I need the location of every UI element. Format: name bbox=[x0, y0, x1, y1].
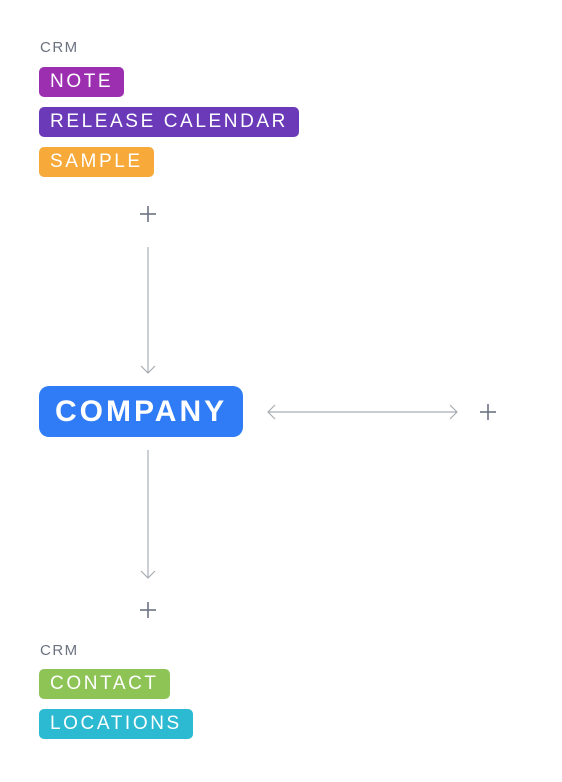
top-group-label: CRM bbox=[40, 39, 79, 56]
arrow-down-icon-bottom bbox=[140, 450, 156, 579]
add-related-plus-icon[interactable] bbox=[478, 402, 498, 422]
tag-sample[interactable]: SAMPLE bbox=[39, 147, 154, 177]
tag-locations[interactable]: LOCATIONS bbox=[39, 709, 193, 739]
tag-contact[interactable]: CONTACT bbox=[39, 669, 170, 699]
tag-note[interactable]: NOTE bbox=[39, 67, 125, 97]
arrow-left-right-icon bbox=[267, 404, 458, 420]
add-parent-plus-icon[interactable] bbox=[138, 204, 158, 224]
tag-release-calendar[interactable]: RELEASE CALENDAR bbox=[39, 107, 300, 137]
arrow-down-icon-top bbox=[140, 247, 156, 374]
add-child-plus-icon[interactable] bbox=[138, 600, 158, 620]
bottom-group-label: CRM bbox=[40, 642, 79, 659]
center-node-company[interactable]: COMPANY bbox=[39, 386, 244, 437]
